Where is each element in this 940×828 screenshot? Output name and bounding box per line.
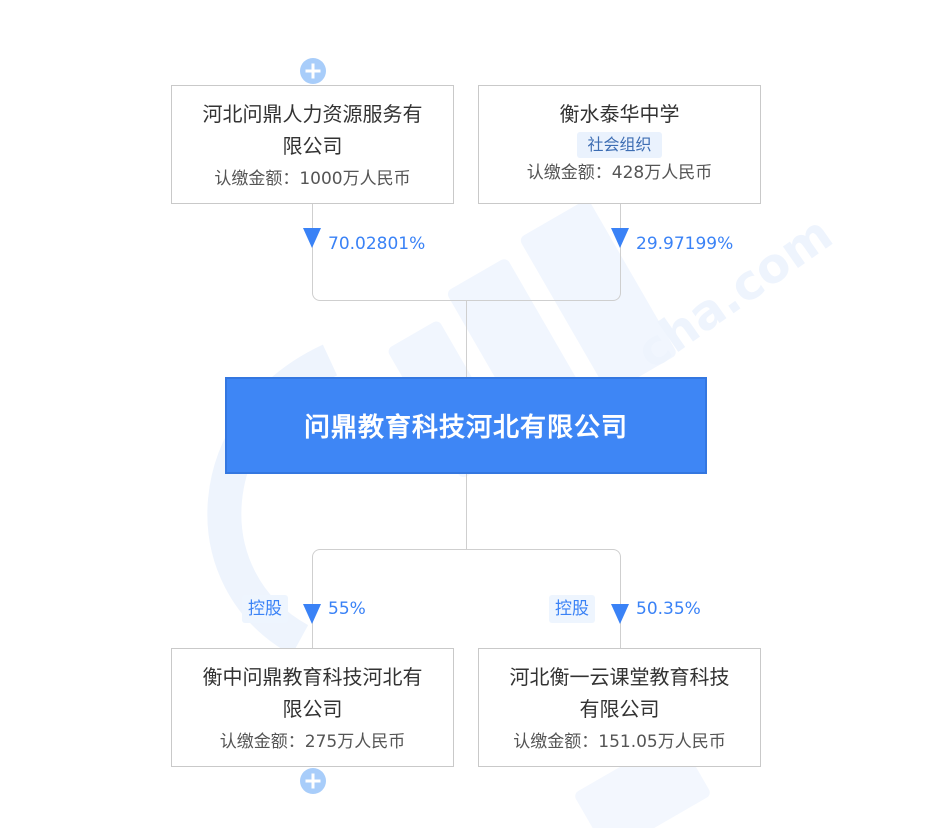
investment-node[interactable]: 衡中问鼎教育科技河北有 限公司 认缴金额：275万人民币 — [171, 648, 454, 767]
shareholder-node[interactable]: 河北问鼎人力资源服务有 限公司 认缴金额：1000万人民币 — [171, 85, 454, 204]
main-company-name: 问鼎教育科技河北有限公司 — [303, 413, 628, 443]
investment-name: 河北衡一云课堂教育科技 有限公司 — [509, 665, 730, 721]
shareholding-percentage: 70.02801% — [328, 234, 426, 254]
main-company-node[interactable]: 问鼎教育科技河北有限公司 — [225, 377, 707, 474]
investment-name: 衡中问鼎教育科技河北有 限公司 — [202, 665, 423, 721]
shareholder-name: 河北问鼎人力资源服务有 限公司 — [202, 102, 423, 158]
investment-node[interactable]: 河北衡一云课堂教育科技 有限公司 认缴金额：151.05万人民币 — [478, 648, 761, 767]
arrow-down-icon — [611, 604, 629, 624]
org-type-tag: 社会组织 — [577, 132, 662, 158]
expand-shareholder-button[interactable] — [300, 58, 326, 84]
control-tag: 控股 — [549, 595, 595, 623]
shareholder-name: 衡水泰华中学 — [559, 102, 680, 126]
control-tag: 控股 — [242, 595, 288, 623]
investment-percentage: 55% — [328, 599, 366, 619]
shareholding-percentage: 29.97199% — [636, 234, 734, 254]
subscribed-amount: 认缴金额：275万人民币 — [219, 732, 406, 752]
shareholder-node[interactable]: 衡水泰华中学 社会组织 认缴金额：428万人民币 — [478, 85, 761, 204]
investment-percentage: 50.35% — [636, 599, 701, 619]
connector-line — [466, 300, 467, 378]
svg-text:cha.com: cha.com — [626, 206, 842, 381]
connector-line — [466, 474, 467, 550]
arrow-down-icon — [611, 228, 629, 248]
expand-investment-button[interactable] — [300, 768, 326, 794]
arrow-down-icon — [303, 228, 321, 248]
subscribed-amount: 认缴金额：1000万人民币 — [214, 169, 411, 189]
arrow-down-icon — [303, 604, 321, 624]
subscribed-amount: 认缴金额：151.05万人民币 — [513, 732, 726, 752]
subscribed-amount: 认缴金额：428万人民币 — [526, 163, 713, 183]
connector-line — [312, 549, 621, 648]
